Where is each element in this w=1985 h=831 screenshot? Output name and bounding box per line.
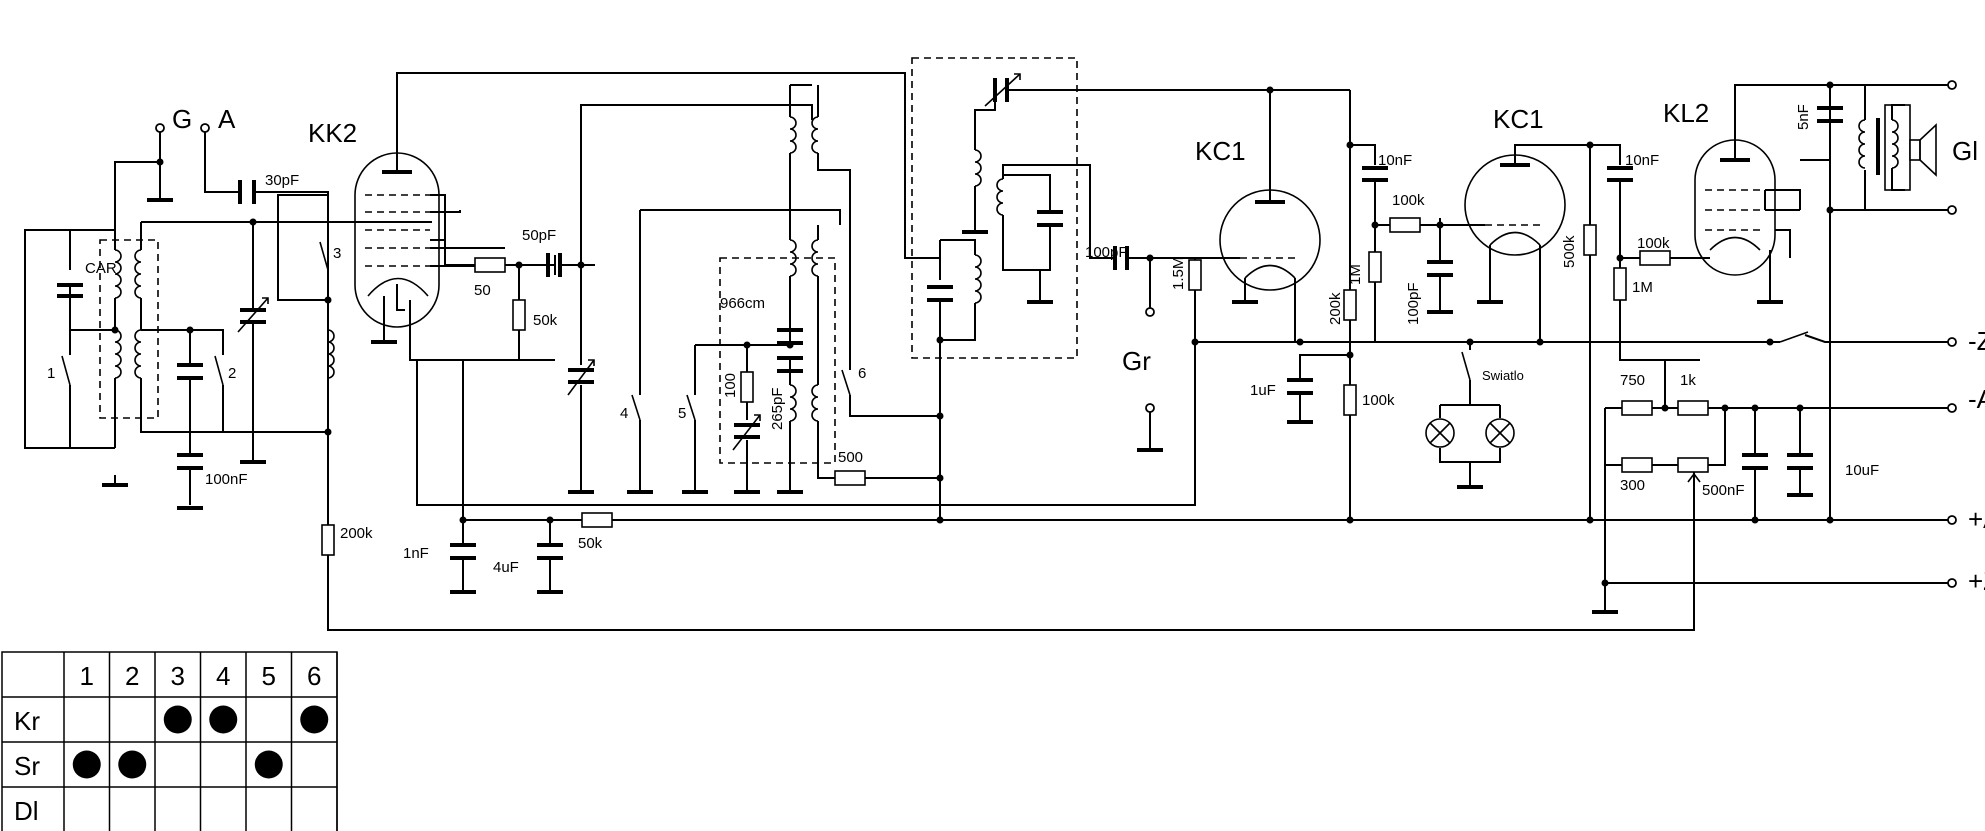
lamp-label: Swiatlo: [1482, 368, 1524, 383]
switch-on-dot: [163, 705, 192, 734]
if-transformer: [911, 57, 1350, 520]
kc1-tube-1: KC1: [1195, 86, 1321, 342]
switch-1-label: 1: [47, 365, 55, 382]
switch-5-label: 5: [678, 405, 686, 422]
antenna-a-label: A: [218, 104, 236, 134]
r100k-a-label: 100k: [1392, 192, 1425, 209]
antenna-input-section: G A 30pF 1 CAR 2 100nF: [24, 104, 432, 510]
r1m-a-label: 1M: [1347, 264, 1364, 285]
plus-a-terminal[interactable]: [1947, 515, 1957, 525]
pickup-label: Gr: [1122, 346, 1151, 376]
r1m-b-label: 1M: [1632, 279, 1653, 296]
r100-label: 100: [722, 373, 739, 398]
r500-label: 500: [838, 449, 863, 466]
pickup-terminal-bottom[interactable]: [1145, 403, 1155, 413]
table-column-header: 2: [125, 661, 139, 691]
antenna-g-label: G: [172, 104, 192, 134]
table-row-label: Dl: [14, 796, 39, 826]
r1m5-label: 1.5M: [1170, 257, 1187, 290]
switch-6-label: 6: [858, 365, 866, 382]
c30p-label: 30pF: [265, 172, 299, 189]
kc1-tube-2: KC1: [1464, 104, 1591, 342]
r750-label: 750: [1620, 372, 1645, 389]
minus-z-label: -Z: [1968, 326, 1985, 356]
oscillator-section: 4 5 966cm 100 265pF 500: [620, 84, 940, 494]
switch-3-branch: 3 200k: [277, 194, 1695, 631]
switch-on-dot: [118, 750, 147, 779]
c500n-label: 500nF: [1702, 482, 1745, 499]
r50k-b-label: 50k: [578, 535, 603, 552]
c966-label: 966cm: [720, 295, 765, 312]
antenna-a-terminal[interactable]: [200, 123, 210, 133]
r50-label: 50: [474, 282, 491, 299]
kc1-1-label: KC1: [1195, 136, 1246, 166]
minus-z-rail: -Z Swiatlo: [416, 326, 1985, 506]
c100p-grid-label: 100pF: [1085, 244, 1128, 261]
switch-4-label: 4: [620, 405, 628, 422]
kk2-label: KK2: [308, 118, 357, 148]
minus-a-label: -A: [1968, 384, 1985, 414]
antenna-g-terminal[interactable]: [155, 123, 165, 133]
table-column-header: 5: [262, 661, 276, 691]
supply-rails: 750 1k -A 300 500nF 10uF +A 50k 1nF 4uF: [403, 318, 1985, 614]
r200k-a-label: 200k: [340, 525, 373, 542]
switch-2-label: 2: [228, 365, 236, 382]
stage3-coupling: 10nF 100k 1M 500k: [1561, 141, 1710, 520]
table-row-label: Sr: [14, 751, 40, 781]
switch-on-dot: [254, 750, 283, 779]
plus-a-label: +A: [1968, 504, 1985, 534]
c100n-label: 100nF: [205, 471, 248, 488]
kl2-label: KL2: [1663, 98, 1709, 128]
speaker-terminal-top[interactable]: [1947, 80, 1957, 90]
r200k-b-label: 200k: [1327, 292, 1344, 325]
kk2-tube: KK2: [308, 72, 915, 361]
minus-z-terminal[interactable]: [1947, 337, 1957, 347]
c4u-label: 4uF: [493, 559, 519, 576]
c5n-label: 5nF: [1795, 104, 1812, 130]
table-column-header: 6: [307, 661, 321, 691]
table-column-header: 1: [80, 661, 94, 691]
r100k-c-label: 100k: [1637, 235, 1670, 252]
c10u-label: 10uF: [1845, 462, 1879, 479]
kc1-2-label: KC1: [1493, 104, 1544, 134]
r300-label: 300: [1620, 477, 1645, 494]
c10n-a-label: 10nF: [1378, 152, 1412, 169]
plus-z-label: +Z: [1968, 566, 1985, 596]
speaker-terminal-bottom[interactable]: [1947, 205, 1957, 215]
switch-on-dot: [300, 705, 329, 734]
table-column-header: 4: [216, 661, 230, 691]
speaker-label: Gl: [1952, 136, 1978, 166]
r500k-label: 500k: [1561, 235, 1578, 268]
switch-on-dot: [209, 705, 238, 734]
r50k-a-label: 50k: [533, 312, 558, 329]
plus-z-terminal[interactable]: [1947, 578, 1957, 588]
table-column-header: 3: [171, 661, 185, 691]
car-label: CAR: [85, 260, 117, 277]
minus-a-terminal[interactable]: [1947, 403, 1957, 413]
stage2-coupling: 10nF 100k 1M 100pF 200k 100k 1uF: [1250, 90, 1465, 520]
r1k-label: 1k: [1680, 372, 1696, 389]
pickup-terminal-top[interactable]: [1145, 307, 1155, 317]
mixer-osc-network: 50 50pF 50k: [444, 104, 813, 494]
kl2-tube: KL2 5nF Gl: [1663, 80, 1978, 520]
switch-on-dot: [72, 750, 101, 779]
c50p-label: 50pF: [522, 227, 556, 244]
c265-label: 265pF: [769, 387, 786, 430]
c100p-b-label: 100pF: [1405, 282, 1422, 325]
c10n-b-label: 10nF: [1625, 152, 1659, 169]
c1n-label: 1nF: [403, 545, 429, 562]
switch-3-label: 3: [333, 245, 341, 262]
detector-input: 100pF Gr 1.5M: [1085, 244, 1240, 452]
table-row-label: Kr: [14, 706, 40, 736]
r100k-b-label: 100k: [1362, 392, 1395, 409]
c1u-label: 1uF: [1250, 382, 1276, 399]
